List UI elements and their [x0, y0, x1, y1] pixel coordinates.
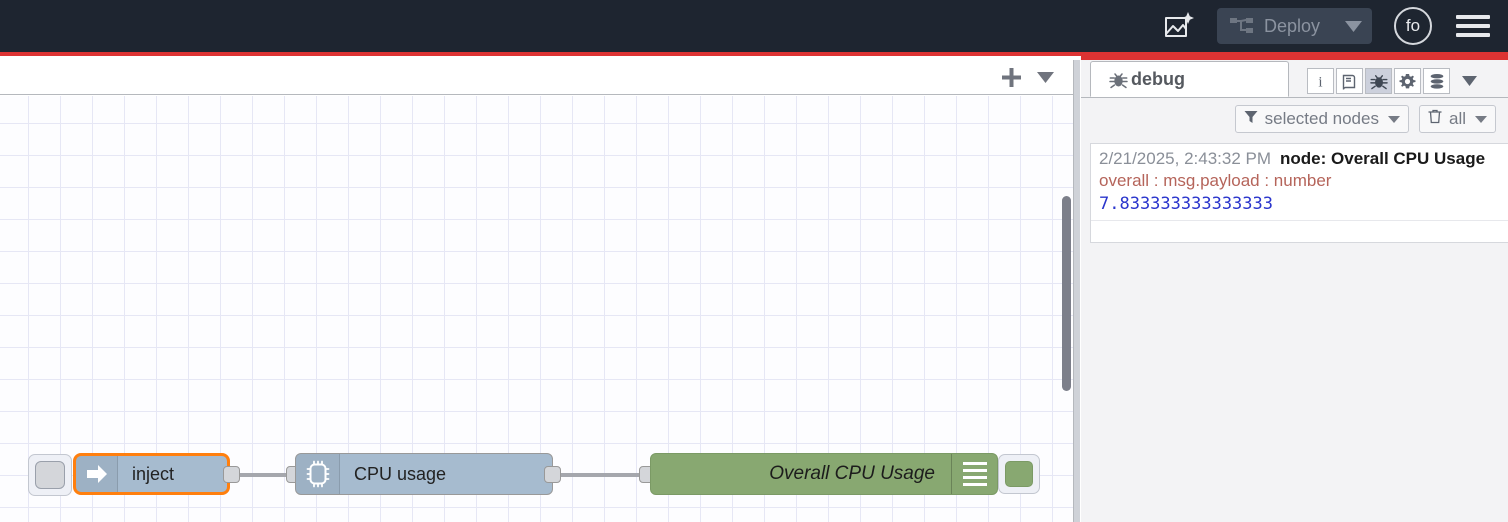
- add-flow-tab-button[interactable]: [994, 60, 1028, 94]
- trash-icon: [1428, 109, 1442, 129]
- inject-arrow-icon: [76, 456, 118, 492]
- canvas-vertical-scrollbar[interactable]: [1062, 196, 1071, 391]
- info-icon[interactable]: i: [1307, 68, 1334, 94]
- deploy-button-group[interactable]: Deploy: [1216, 8, 1372, 44]
- tab-debug[interactable]: debug: [1090, 61, 1289, 97]
- app-header: Deploy fo: [0, 0, 1508, 56]
- flow-tab-bar: [0, 60, 1080, 95]
- funnel-icon: [1244, 109, 1258, 129]
- inject-node-trigger-button[interactable]: [35, 461, 65, 489]
- debug-bug-icon[interactable]: [1365, 68, 1392, 94]
- flow-tab-menu-chevron-down-icon[interactable]: [1028, 60, 1062, 94]
- debug-message-source-node[interactable]: node: Overall CPU Usage: [1280, 149, 1486, 168]
- wire-cpu-to-debug: [559, 473, 641, 477]
- tab-debug-label: debug: [1131, 68, 1185, 89]
- port-inject-output[interactable]: [223, 466, 240, 483]
- svg-text:i: i: [1318, 74, 1322, 90]
- node-inject-label: inject: [132, 463, 175, 484]
- deploy-button[interactable]: Deploy: [1217, 8, 1334, 44]
- node-debug-label: Overall CPU Usage: [769, 463, 935, 484]
- sidebar-tools-chevron-down-icon[interactable]: [1456, 68, 1482, 94]
- node-cpu-usage-label: CPU usage: [354, 463, 447, 484]
- config-gear-icon[interactable]: [1394, 68, 1421, 94]
- debug-message-timestamp: 2/21/2025, 2:43:32 PM: [1099, 149, 1272, 168]
- debug-clear-chevron-down-icon: [1475, 115, 1487, 123]
- deploy-dropdown-chevron-down-icon[interactable]: [1334, 8, 1372, 44]
- deploy-button-label: Deploy: [1263, 15, 1320, 36]
- debug-node-enable-toggle[interactable]: [1005, 461, 1033, 487]
- debug-clear-label: all: [1448, 109, 1466, 128]
- bug-icon: [1109, 70, 1128, 89]
- avatar-initials: fo: [1405, 16, 1421, 35]
- sidebar-tool-icons: i: [1307, 68, 1482, 97]
- debug-message-topic: overall : msg.payload : number: [1099, 171, 1332, 190]
- node-overall-cpu-usage-debug[interactable]: Overall CPU Usage: [650, 453, 998, 495]
- port-cpu-output[interactable]: [544, 466, 561, 483]
- debug-lines-icon: [951, 454, 997, 494]
- debug-message-list[interactable]: 2/21/2025, 2:43:32 PM node: Overall CPU U…: [1090, 143, 1508, 243]
- debug-message-entry[interactable]: 2/21/2025, 2:43:32 PM node: Overall CPU U…: [1091, 144, 1508, 221]
- debug-clear-button[interactable]: all: [1418, 105, 1496, 133]
- debug-filter-label: selected nodes: [1264, 109, 1379, 128]
- help-book-icon[interactable]: [1336, 68, 1363, 94]
- sidebar-tab-bar: debug i: [1081, 60, 1508, 98]
- debug-message-value: 7.833333333333333: [1099, 194, 1273, 214]
- right-sidebar: debug i: [1081, 56, 1508, 522]
- flow-workspace: inject CPU usage Overall CPU Usage: [0, 60, 1080, 522]
- debug-filter-button[interactable]: selected nodes: [1234, 105, 1409, 133]
- context-data-icon[interactable]: [1423, 68, 1450, 94]
- debug-toolbar: selected nodes all: [1081, 99, 1508, 139]
- node-cpu-usage[interactable]: CPU usage: [295, 453, 553, 495]
- debug-filter-chevron-down-icon: [1387, 115, 1400, 123]
- avatar[interactable]: fo: [1394, 7, 1432, 45]
- wire-inject-to-cpu: [238, 473, 288, 477]
- ai-flow-assistant-icon[interactable]: [1159, 7, 1201, 45]
- cpu-chip-icon: [296, 454, 340, 494]
- hamburger-menu-icon[interactable]: [1456, 11, 1490, 41]
- flow-canvas[interactable]: inject CPU usage Overall CPU Usage: [0, 96, 1080, 522]
- deploy-flow-icon: [1229, 17, 1255, 35]
- panel-divider[interactable]: [1073, 60, 1080, 522]
- node-inject[interactable]: inject: [73, 453, 230, 495]
